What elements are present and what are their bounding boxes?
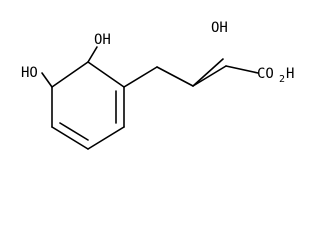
molecule-drawing: OH HO OH CO 2 H: [21, 20, 294, 150]
ring-bond-c3-c4: [87, 126, 125, 150]
carboxylic-acid-hydrogen-label: H: [286, 66, 294, 82]
ring-bond-c6-c1: [51, 61, 89, 88]
side-hydroxyl-label: OH: [211, 20, 228, 36]
bond-to-left-oh: [41, 72, 53, 88]
ring-double-bond-c4-c5: [59, 122, 89, 141]
chemical-structure-canvas: OH HO OH CO 2 H: [21, 20, 295, 150]
top-hydroxyl-label: OH: [94, 32, 111, 48]
bond-choh-to-oh: [192, 58, 224, 87]
bond-to-top-oh: [87, 46, 98, 63]
bond-ring-to-ch2: [123, 66, 158, 88]
carboxylic-acid-subscript: 2: [279, 74, 285, 85]
left-hydroxyl-label: HO: [21, 65, 38, 81]
bond-ch2-to-choh: [156, 66, 194, 87]
ring-bond-c1-c2: [87, 61, 125, 88]
bond-to-carboxyl: [225, 65, 259, 74]
ring-bond-c4-c5: [51, 126, 89, 150]
bond-choh-to-co2h: [192, 65, 227, 87]
carboxylic-acid-main-label: CO: [257, 66, 274, 82]
